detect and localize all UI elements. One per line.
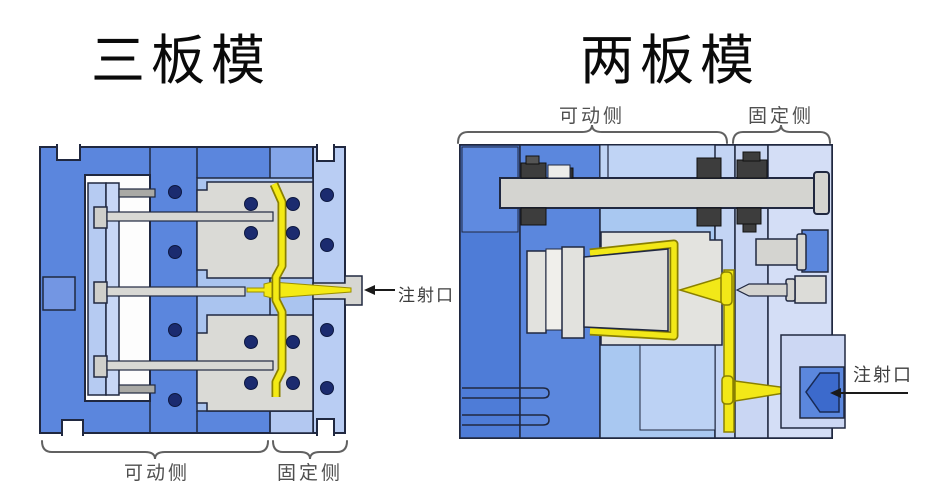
right-movable-side-label: 可动侧 — [558, 105, 626, 127]
left-cooling-dots — [168, 185, 334, 407]
right-molded-part — [589, 239, 679, 341]
left-movable-side-label: 可动侧 — [123, 462, 191, 484]
right-injection-arrow — [830, 388, 908, 398]
right-stop-plate — [547, 164, 571, 179]
two-plate-mold-diagram — [457, 124, 908, 439]
right-injection-port-label: 注射口 — [853, 365, 913, 386]
left-injection-port-label: 注射口 — [398, 286, 455, 306]
left-fixed-side-label: 固定侧 — [276, 462, 344, 484]
left-ejector-pins — [93, 206, 274, 378]
right-guide-bar — [499, 171, 830, 215]
left-injection-arrow — [364, 285, 395, 295]
right-fixed-side-pins — [735, 229, 829, 304]
right-core — [583, 248, 669, 332]
right-mold-title: 两板模 — [580, 29, 760, 92]
left-side-braces — [41, 440, 348, 460]
right-injection-port — [780, 334, 846, 429]
left-runner-system — [246, 182, 352, 397]
right-runner-system — [677, 269, 804, 433]
right-side-braces — [457, 124, 831, 144]
left-mold-title: 三板模 — [91, 29, 271, 92]
right-fixed-side-label: 固定侧 — [747, 105, 815, 127]
right-ejector-rod-slots — [462, 387, 550, 426]
right-bushings — [520, 151, 768, 233]
three-plate-mold-diagram — [39, 144, 395, 460]
right-ejector-plates — [526, 246, 585, 339]
left-frame-notches — [56, 144, 335, 436]
